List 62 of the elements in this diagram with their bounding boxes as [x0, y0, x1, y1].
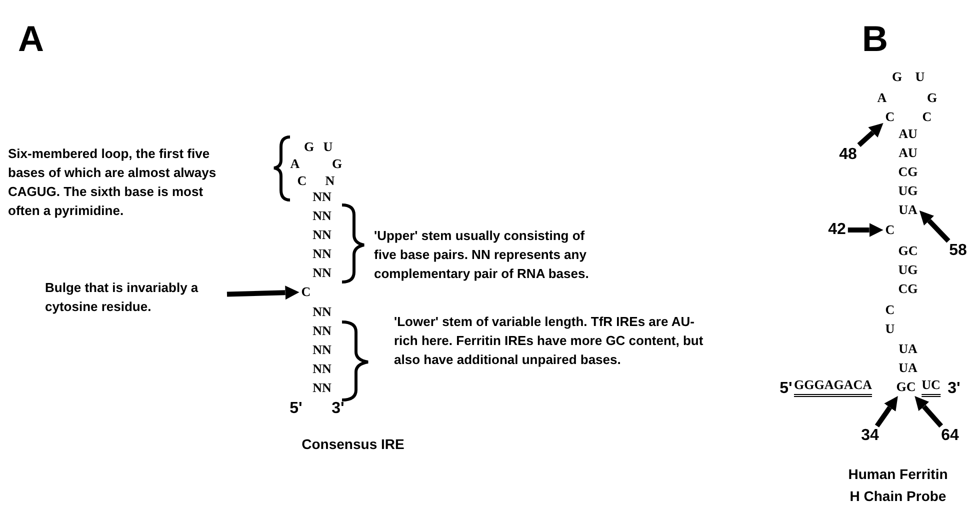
- base-letter: GC: [896, 379, 916, 395]
- base-letter: UA: [898, 341, 918, 357]
- annotation-text: Bulge that is invariably a cytosine residue.: [45, 278, 225, 316]
- arrow: [919, 210, 950, 243]
- base-letter: NN: [312, 380, 332, 396]
- figure-caption: Consensus IRE: [300, 435, 406, 454]
- base-letter: NN: [312, 265, 332, 281]
- base-letter: A: [877, 90, 887, 106]
- base-letter: C: [297, 173, 307, 189]
- annotation-text: Six-membered loop, the first five bases of which are almost always CAGUG. The sixth base is most often a pyrimidine.: [8, 145, 218, 220]
- base-letter: CG: [898, 164, 918, 180]
- underlined-sequence: GGGAGACA: [794, 377, 872, 397]
- strand-end-label: 5': [780, 380, 792, 398]
- base-letter: NN: [312, 304, 332, 320]
- base-letter: C: [885, 109, 895, 125]
- arrow: [857, 123, 884, 147]
- base-letter: G: [892, 69, 902, 85]
- base-letter: UA: [898, 202, 918, 218]
- strand-end-label: 5': [290, 400, 302, 418]
- base-letter: C: [301, 284, 311, 300]
- base-letter: C: [885, 302, 895, 318]
- base-letter: U: [885, 321, 895, 337]
- strand-end-label: 3': [948, 380, 960, 398]
- base-letter: NN: [312, 208, 332, 224]
- base-letter: NN: [312, 246, 332, 262]
- arrow: [874, 396, 898, 428]
- base-letter: G: [304, 139, 314, 155]
- base-letter: UA: [898, 360, 918, 376]
- base-letter: N: [325, 173, 335, 189]
- panel-letter: A: [18, 18, 44, 60]
- base-letter: C: [922, 109, 932, 125]
- arrow: [848, 223, 884, 237]
- position-number: 48: [839, 146, 857, 164]
- figure-caption: Human Ferritin H Chain Probe: [847, 465, 949, 506]
- underlined-sequence: UC: [922, 377, 940, 397]
- annotation-text: 'Upper' stem usually consisting of five base pairs. NN represents any complementary pair of RNA bases.: [374, 227, 590, 283]
- position-number: 58: [949, 242, 967, 260]
- panel-letter: B: [862, 18, 888, 60]
- annotation-text: 'Lower' stem of variable length. TfR IREs are AU-rich here. Ferritin IREs have more GC content, but also have additional unpaired bases.: [394, 313, 704, 369]
- base-letter: A: [290, 156, 300, 172]
- base-letter: CG: [898, 281, 918, 297]
- strand-end-label: 3': [332, 400, 344, 418]
- base-letter: NN: [312, 342, 332, 358]
- base-letter: NN: [312, 323, 332, 339]
- base-letter: C: [885, 222, 895, 238]
- arrow: [914, 396, 944, 428]
- base-letter: UG: [898, 183, 918, 199]
- position-number: 34: [861, 427, 879, 445]
- position-number: 42: [828, 221, 846, 239]
- base-letter: NN: [312, 189, 332, 205]
- base-letter: UG: [898, 262, 918, 278]
- base-letter: AU: [898, 126, 918, 142]
- position-number: 64: [941, 427, 959, 445]
- base-letter: NN: [312, 361, 332, 377]
- base-letter: NN: [312, 227, 332, 243]
- base-letter: GC: [898, 243, 918, 259]
- base-letter: AU: [898, 145, 918, 161]
- base-letter: U: [915, 69, 925, 85]
- base-letter: G: [926, 90, 938, 106]
- base-letter: G: [332, 156, 342, 172]
- arrow: [226, 286, 300, 300]
- base-letter: U: [323, 139, 333, 155]
